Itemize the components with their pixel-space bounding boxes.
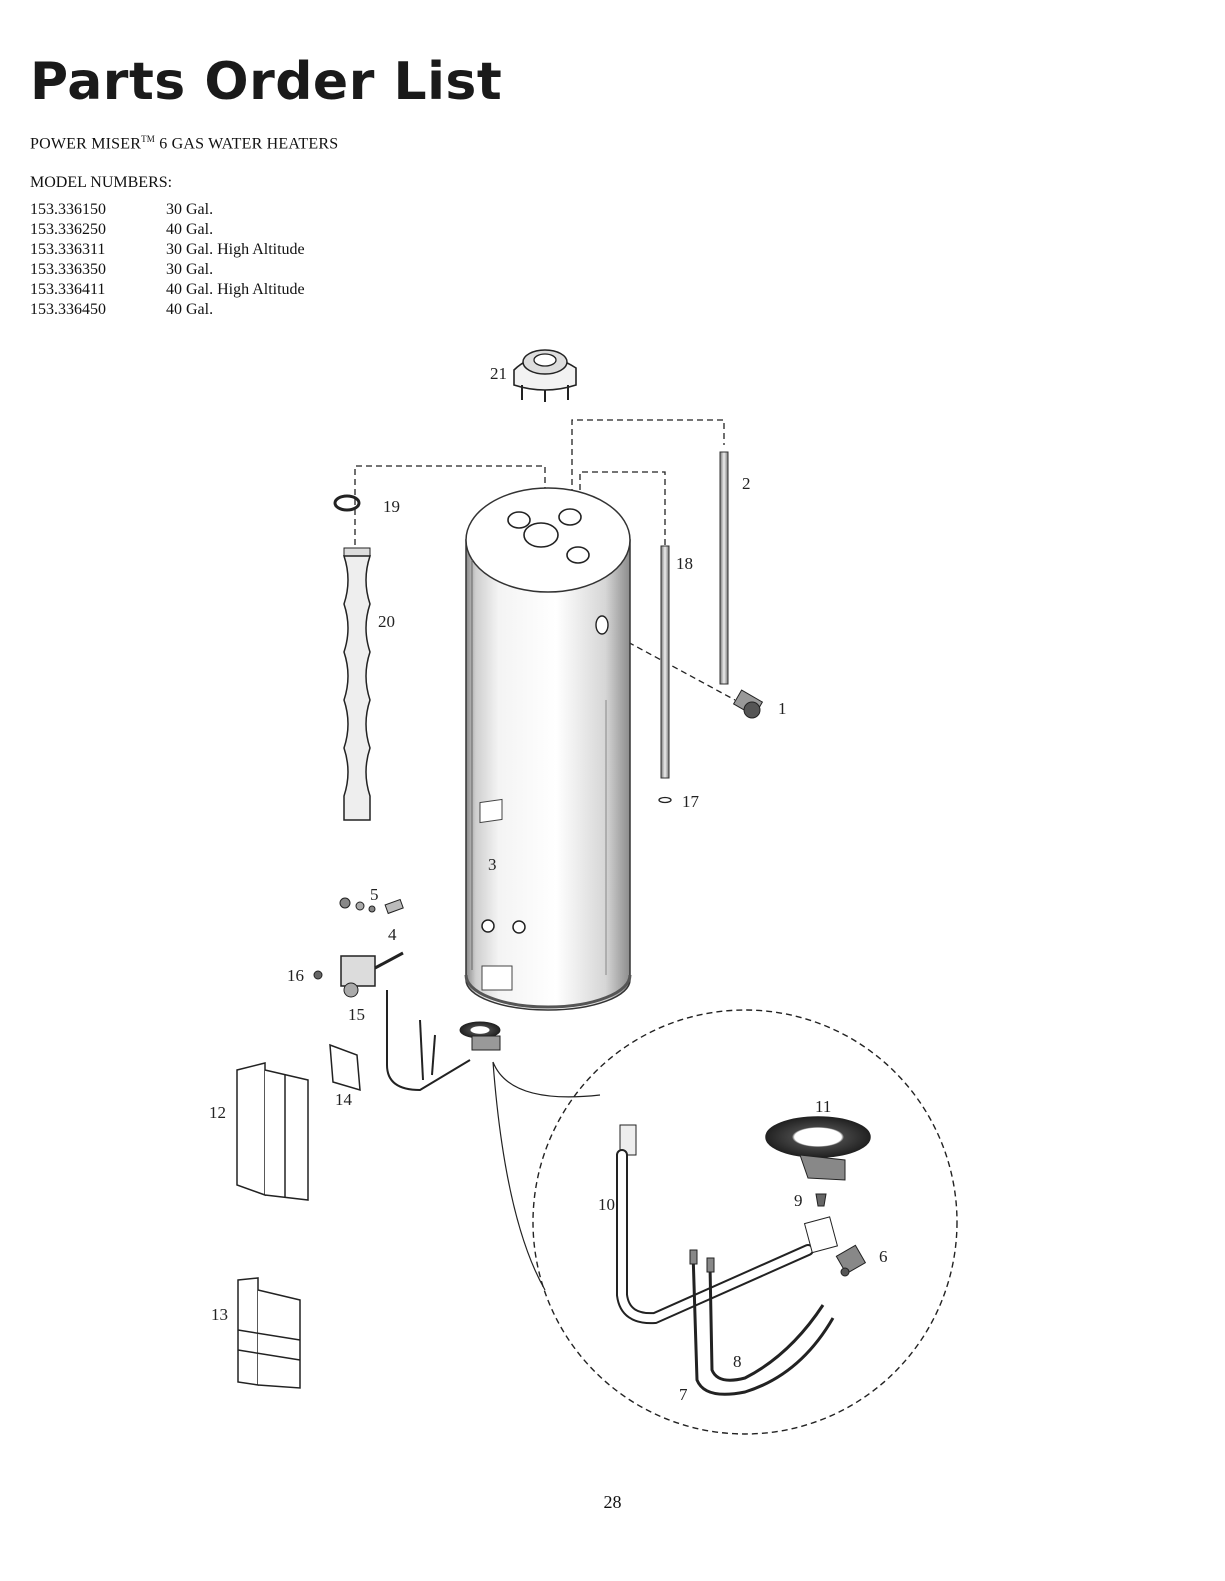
part-16-knob [314,971,322,979]
label-1: 1 [778,699,787,718]
label-3: 3 [488,855,497,874]
burner-tubes [387,990,470,1090]
label-6: 6 [879,1247,888,1266]
detail-leader-lines [493,1062,600,1290]
page-number: 28 [0,1492,1225,1513]
label-9: 9 [794,1191,803,1210]
part-1-drain-valve [734,690,763,718]
part-4-fitting [385,900,403,914]
label-21: 21 [490,364,507,383]
part-9-orifice [816,1194,826,1206]
water-heater-tank [466,488,630,1010]
label-4: 4 [388,925,397,944]
part-11-burner-assembly [766,1117,870,1180]
part-6-igniter [836,1245,865,1276]
label-18: 18 [676,554,693,573]
label-20: 20 [378,612,395,631]
label-13: 13 [211,1305,228,1324]
label-14: 14 [335,1090,353,1109]
label-5: 5 [370,885,379,904]
detail-magnifier-circle [533,1010,957,1434]
label-7: 7 [679,1385,688,1404]
part-12-outer-door [237,1063,308,1200]
label-8: 8 [733,1352,742,1371]
label-2: 2 [742,474,751,493]
part-2-anode-rod [720,452,728,684]
part-18-dip-tube [661,546,669,778]
part-14-gasket [330,1045,360,1090]
label-17: 17 [682,792,700,811]
part-20-flexible-connector [344,548,370,820]
label-15: 15 [348,1005,365,1024]
part-11-burner-small [460,1022,500,1050]
label-11: 11 [815,1097,831,1116]
label-12: 12 [209,1103,226,1122]
label-10: 10 [598,1195,615,1214]
label-16: 16 [287,966,304,985]
part-21-flue-baffle-hood [514,350,576,402]
label-19: 19 [383,497,400,516]
part-10-manifold-tube [620,1125,808,1318]
part-15-gas-control-valve [341,953,403,997]
part-17-washer [659,798,671,803]
part-13-inner-door [238,1278,300,1388]
